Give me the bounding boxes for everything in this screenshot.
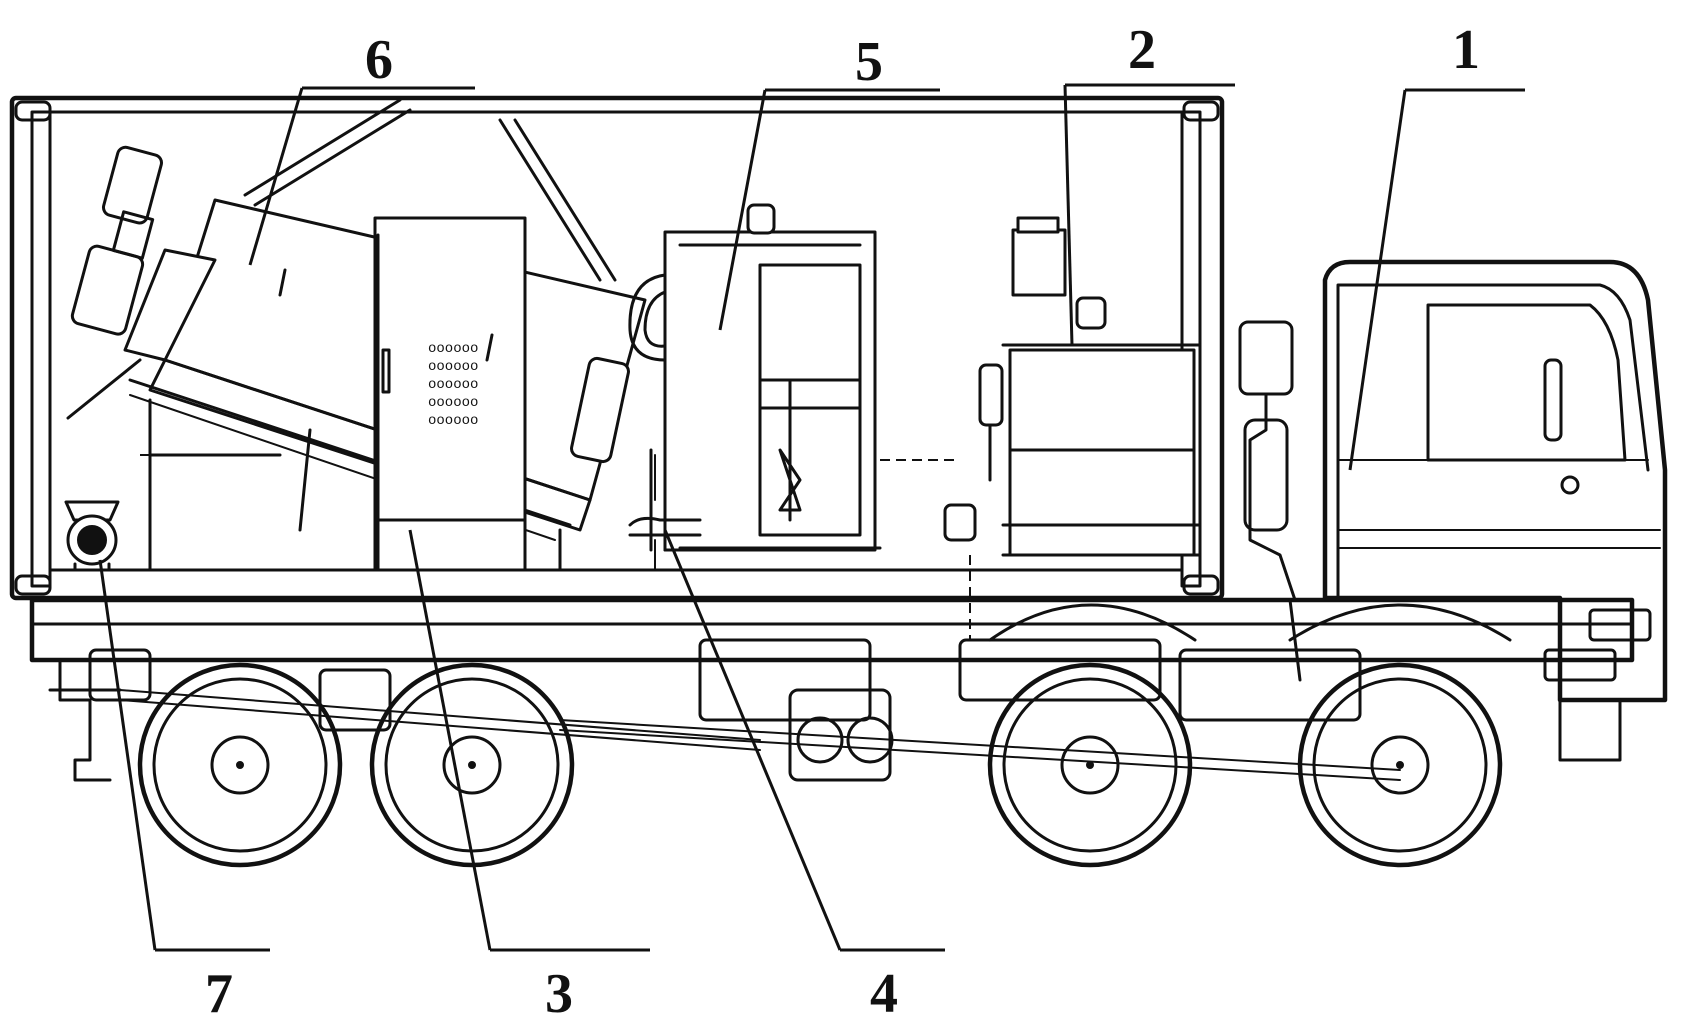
callout-5: 5 xyxy=(855,31,883,93)
callout-1: 1 xyxy=(1452,19,1480,81)
chassis-frame xyxy=(29,597,1635,782)
leader-lines xyxy=(98,83,1525,952)
panel-mark-row: oooooo xyxy=(428,359,478,375)
dewatering-screw-unit xyxy=(66,98,647,572)
callout-2: 2 xyxy=(1128,19,1156,81)
wheel-rear-1 xyxy=(137,662,343,868)
wheel-rear-2 xyxy=(369,662,575,868)
panel-mark-row: oooooo xyxy=(428,377,478,393)
panel-mark-row: oooooo xyxy=(428,341,478,357)
callout-7: 7 xyxy=(205,963,233,1024)
wheel-front-1 xyxy=(987,662,1193,868)
control-cabinet: oooooo oooooo oooooo oooooo oooooo xyxy=(373,216,527,572)
flocculation-tank xyxy=(628,203,882,552)
dosing-pipe xyxy=(628,454,702,571)
truck-cab xyxy=(1238,259,1668,762)
callout-4: 4 xyxy=(870,963,898,1024)
callout-3: 3 xyxy=(545,963,573,1024)
sludge-pump xyxy=(64,500,120,572)
panel-mark-row: oooooo xyxy=(428,413,478,429)
wheel-front-2 xyxy=(1297,662,1503,868)
panel-mark-row: oooooo xyxy=(428,395,478,411)
callout-6: 6 xyxy=(365,29,393,91)
chemical-dosing-unit xyxy=(943,216,1202,557)
